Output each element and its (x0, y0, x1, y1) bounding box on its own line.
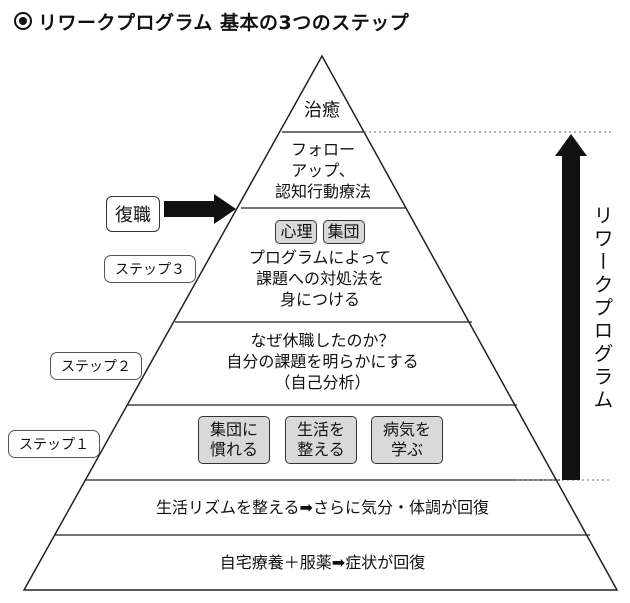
tier-5-box-group-line-1: 集団に (209, 420, 258, 439)
tier-2-line-1: フォロー (290, 140, 355, 159)
tier-6-label: 生活リズムを整える➡さらに気分・体調が回復 (156, 498, 489, 517)
bullet-icon (14, 12, 32, 30)
pyramid-outline (22, 54, 619, 591)
step-3-label: ステップ３ (104, 255, 196, 283)
tier-4-line-1: なぜ休職したのか？ (250, 331, 395, 350)
tier-5-box-life-line-2: 整える (297, 440, 345, 459)
tier-5-box-life: 生活を 整える (285, 416, 357, 464)
step-1-label: ステップ１ (8, 430, 100, 458)
return-to-work-label: 復職 (106, 196, 160, 232)
tier-3-line-2: 課題への対処法を (255, 269, 384, 288)
tier-top-label: 治癒 (304, 100, 340, 121)
tier-3-line-3: 身につける (279, 290, 360, 309)
tier-7: 自宅療養＋服薬➡症状が回復 (55, 552, 590, 573)
tier-5-box-illness-line-2: 学ぶ (390, 440, 423, 459)
return-arrow-head (214, 194, 236, 224)
tier-6: 生活リズムを整える➡さらに気分・体調が回復 (85, 497, 560, 518)
tier-top: 治癒 (282, 100, 362, 121)
rework-arrow-head (555, 134, 587, 156)
step-2-label: ステップ２ (50, 352, 142, 380)
tier-2: フォロー アップ、 認知行動療法 (243, 139, 403, 202)
tier-7-label: 自宅療養＋服薬➡症状が回復 (219, 553, 426, 572)
tier-2-line-3: 認知行動療法 (274, 182, 371, 201)
title-text: リワークプログラム 基本の3つのステップ (38, 12, 410, 34)
tag-psychology: 心理 (275, 220, 318, 244)
tier-5-box-illness: 病気を 学ぶ (371, 416, 443, 464)
tier-4-line-2: 自分の課題を明らかにする (226, 352, 419, 371)
tier-3: 心理 集団 プログラムによって 課題への対処法を 身につける (210, 220, 430, 310)
rework-arrow-shaft (562, 152, 580, 480)
tier-5-box-life-line-1: 生活を (296, 420, 345, 439)
tier-2-line-2: アップ、 (291, 161, 355, 180)
tier-5-box-group: 集団に 慣れる (198, 416, 270, 464)
tier-4: なぜ休職したのか？ 自分の課題を明らかにする （自己分析） (175, 330, 470, 393)
tier-3-line-1: プログラムによって (248, 248, 392, 267)
tier-5-box-illness-line-1: 病気を (382, 420, 431, 439)
rework-program-label: リワークプログラム (590, 205, 614, 412)
tier-5-box-group-line-2: 慣れる (209, 440, 258, 459)
tier-4-line-3: （自己分析） (274, 373, 371, 392)
return-arrow-shaft (164, 201, 216, 217)
page-title: リワークプログラム 基本の3つのステップ (14, 8, 409, 35)
tag-group: 集団 (322, 220, 365, 244)
